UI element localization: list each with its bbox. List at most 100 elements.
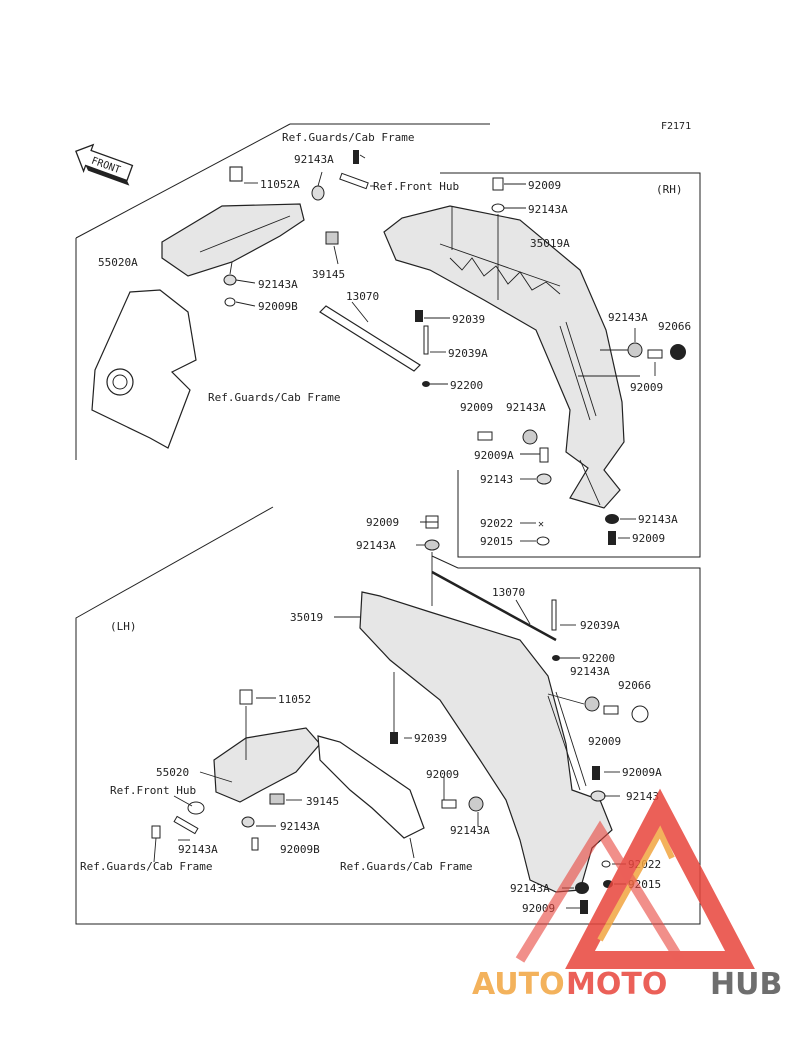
part-label: 92200 <box>450 379 483 392</box>
seal-strip-13070 <box>319 305 421 372</box>
bolt-cab-icon <box>151 825 161 839</box>
part-label: 39145 <box>312 268 345 281</box>
part-label: 11052A <box>260 178 300 191</box>
part-label: 92009 <box>528 179 561 192</box>
hub-bolt-icon <box>339 172 369 190</box>
screw-92039a-icon <box>423 325 429 355</box>
part-label: 92009B <box>258 300 298 313</box>
clip-11052a-icon <box>229 166 243 182</box>
mudflap-55020a <box>91 289 197 449</box>
nut-92143a-rh3-icon <box>605 514 619 524</box>
bolt-92009-rh2-icon <box>608 531 616 545</box>
watermark-moto: MOTO <box>566 967 667 1002</box>
part-label: 92009 <box>460 401 493 414</box>
fender-35019a-rh <box>383 205 625 509</box>
nut-icon <box>223 274 237 286</box>
diagram-code: F2171 <box>661 121 691 132</box>
fender-35019-lh <box>359 591 613 893</box>
part-label: 92143A <box>608 311 648 324</box>
mudflap-lh <box>317 735 425 839</box>
part-label: 92009A <box>474 449 514 462</box>
part-label: 92143 <box>480 473 513 486</box>
part-label: 92009 <box>632 532 665 545</box>
bolt-92009-lh3-icon <box>580 900 588 914</box>
part-label: 92143A <box>178 843 218 856</box>
part-label: 13070 <box>346 290 379 303</box>
nut-92143a-lh-icon <box>241 816 255 828</box>
side-label-rh: (RH) <box>656 183 683 196</box>
part-labels: Ref.Guards/Cab Frame 92143A 11052A Ref.F… <box>80 131 691 915</box>
clip-39145-icon <box>325 231 339 245</box>
bolt-icon <box>353 150 359 164</box>
ref-front-hub-label: Ref.Front Hub <box>373 180 459 193</box>
nut-92143a-rh2-icon <box>522 429 538 445</box>
ref-guards-cab-label: Ref.Guards/Cab Frame <box>340 860 472 873</box>
svg-text:✕: ✕ <box>538 519 544 530</box>
part-label: 92143A <box>356 539 396 552</box>
bracket-55020 <box>213 727 321 803</box>
part-label: 35019A <box>530 237 570 250</box>
part-label: 13070 <box>492 586 525 599</box>
watermark-auto: AUTO <box>472 967 565 1002</box>
clip-39145-lh-icon <box>269 793 285 805</box>
part-label: 92143A <box>258 278 298 291</box>
washer-92143a-icon <box>491 203 505 213</box>
part-label: 92039A <box>448 347 488 360</box>
washer-92143-lh-icon <box>590 790 606 802</box>
part-label: 92143A <box>510 882 550 895</box>
part-label: 92039A <box>580 619 620 632</box>
front-arrow-icon: FRONT <box>75 143 134 186</box>
cap-92066-icon <box>670 344 686 360</box>
nut-92143a-lh4-icon <box>468 796 484 812</box>
bolt-92009a-icon <box>539 447 549 463</box>
side-label-lh: (LH) <box>110 620 137 633</box>
bracket-55020a <box>161 203 305 277</box>
clip-92022-lh-icon <box>601 860 611 868</box>
part-label: 92143 <box>626 790 659 803</box>
bolt-92009-icon <box>492 177 504 191</box>
part-label: 92009 <box>426 768 459 781</box>
nut-92143a-lh3-icon <box>584 696 600 712</box>
nut-front-hub-icon <box>187 801 205 815</box>
part-label: 92066 <box>618 679 651 692</box>
clip-11052-icon <box>239 689 253 705</box>
screw-92039a-lh-icon <box>551 599 557 631</box>
part-label: 92015 <box>480 535 513 548</box>
part-label: 92009A <box>622 766 662 779</box>
part-label: 92022 <box>480 517 513 530</box>
watermark-hub: HUB <box>710 967 782 1002</box>
part-label: 92143A <box>294 153 334 166</box>
part-label: 92066 <box>658 320 691 333</box>
part-label: 39145 <box>306 795 339 808</box>
clip-92200-icon <box>422 381 430 387</box>
part-label: 92200 <box>582 652 615 665</box>
ref-guards-cab-label: Ref.Guards/Cab Frame <box>80 860 212 873</box>
upper-left-frame <box>75 123 490 460</box>
clip-92200-lh-icon <box>552 655 560 661</box>
cap-92066-lh-icon <box>631 705 649 723</box>
fender-vents <box>439 243 561 295</box>
part-label: 92143A <box>506 401 546 414</box>
part-label: 55020A <box>98 256 138 269</box>
part-label: 92039 <box>452 313 485 326</box>
part-label: 92009B <box>280 843 320 856</box>
part-label: 92009 <box>588 735 621 748</box>
bolt-lh-icon <box>603 705 619 715</box>
washer-icon <box>224 297 236 307</box>
nut-92143a-icon <box>311 185 325 201</box>
bolt-92009a-lh-icon <box>592 766 600 780</box>
part-label: 92143A <box>528 203 568 216</box>
ref-guards-cab-label: Ref.Guards/Cab Frame <box>208 391 340 404</box>
ref-front-hub-label: Ref.Front Hub <box>110 784 196 797</box>
part-label: 92143A <box>280 820 320 833</box>
part-label: 92009 <box>630 381 663 394</box>
part-label: 92143A <box>450 824 490 837</box>
part-label: 55020 <box>156 766 189 779</box>
washer-92015-icon <box>536 536 550 546</box>
nut-92143a-rh-icon <box>627 342 643 358</box>
rh-frame <box>440 172 701 558</box>
bolt-rh-icon <box>647 349 663 359</box>
bolt-92009b-icon <box>251 837 259 851</box>
bolt-92009-rh-icon <box>477 431 493 441</box>
